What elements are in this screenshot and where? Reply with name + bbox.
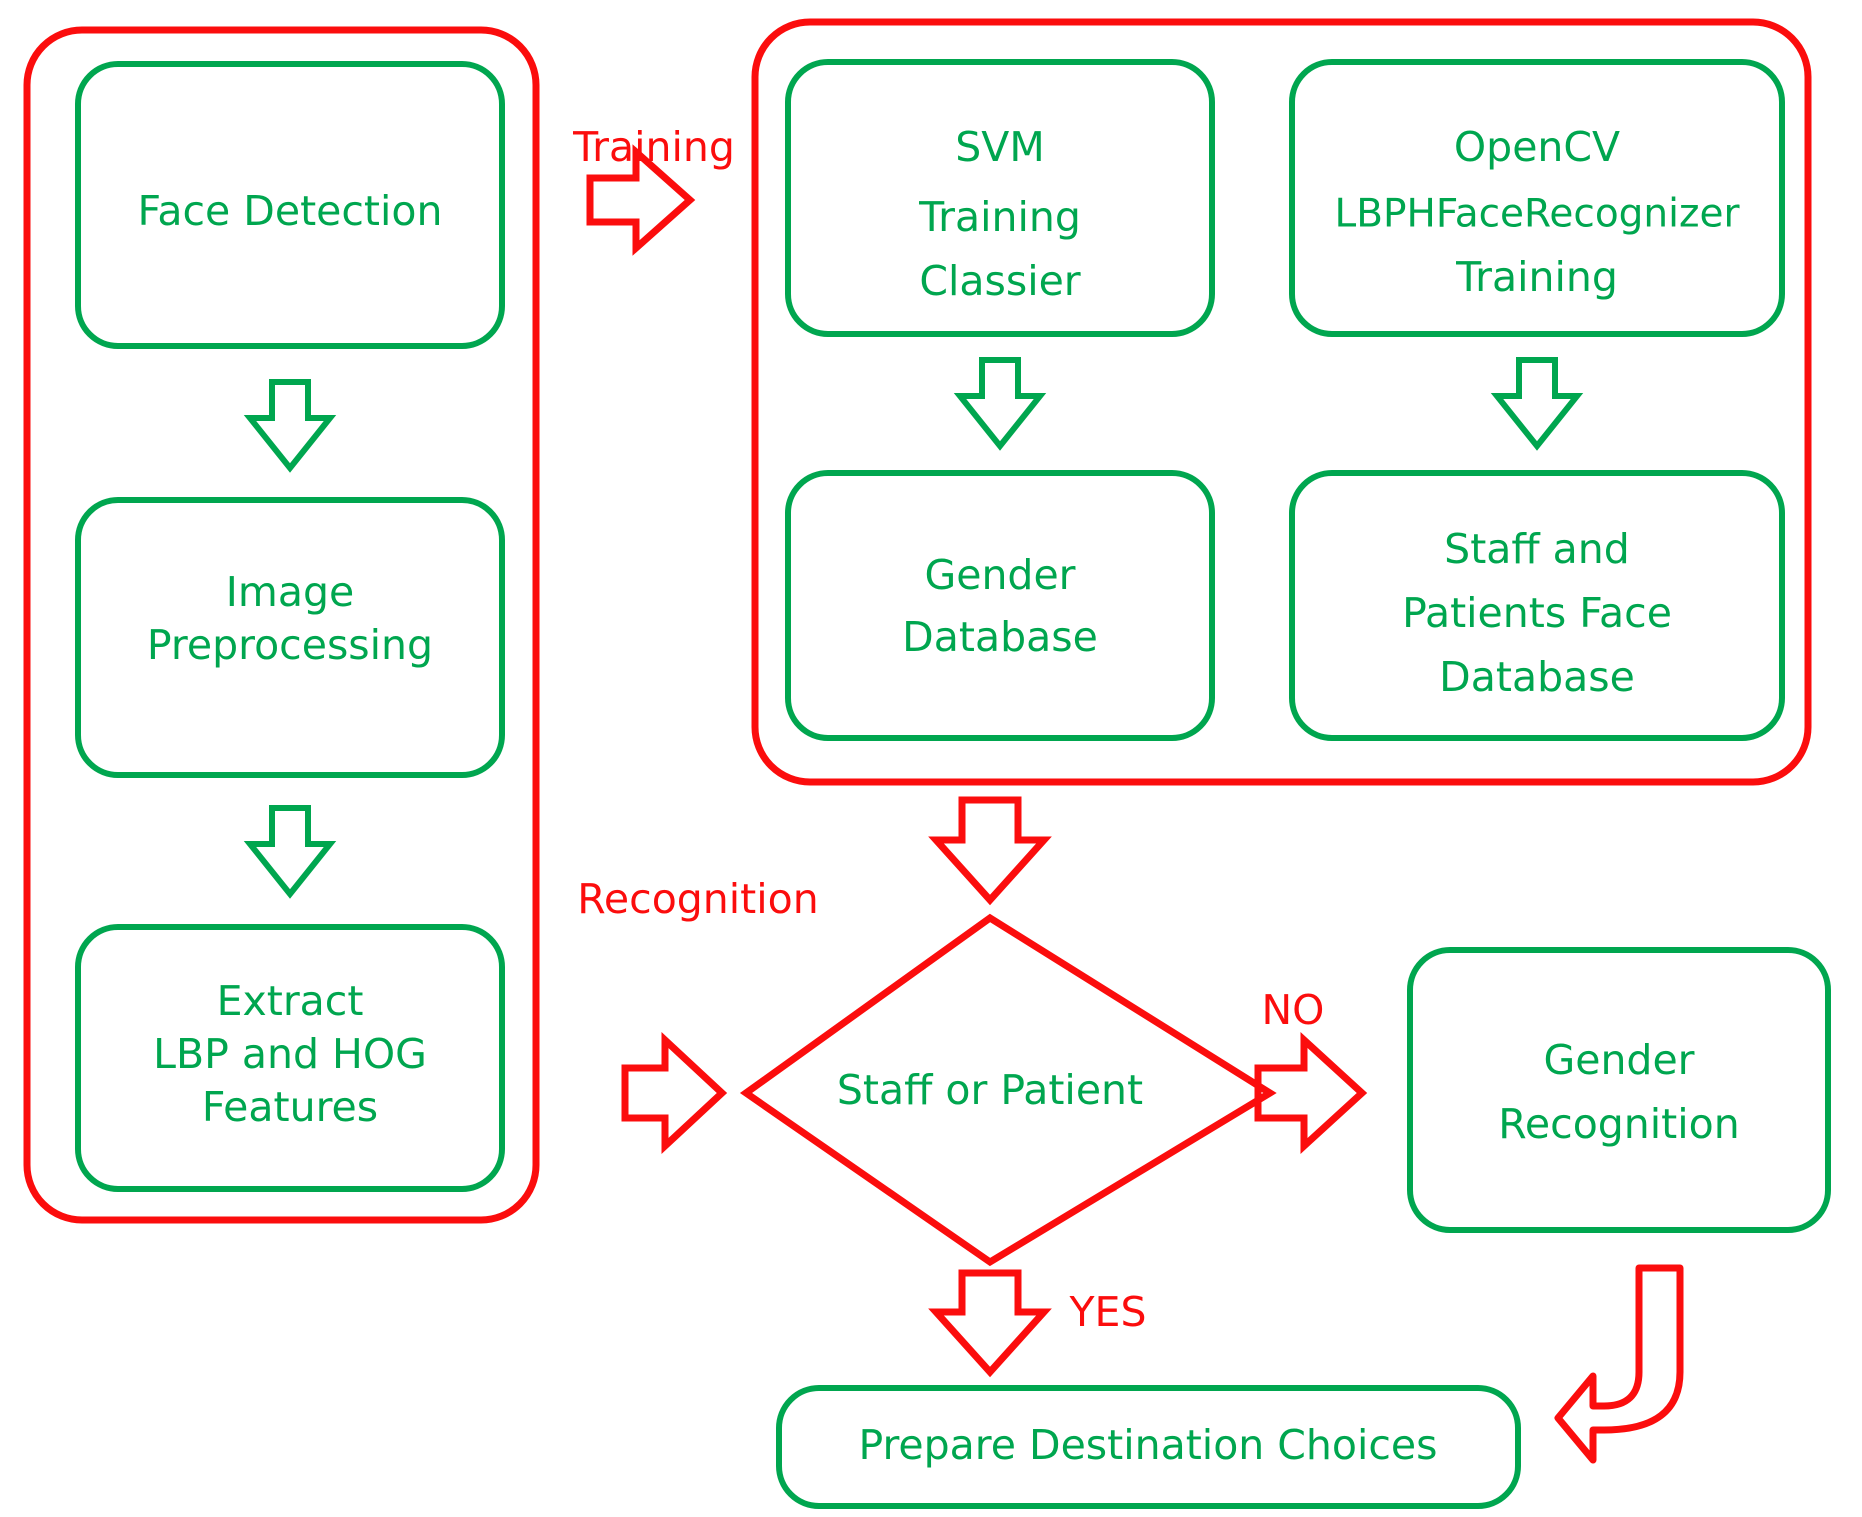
node-decision-label: Staff or Patient xyxy=(837,1066,1143,1114)
node-decision-staff-or-patient[interactable] xyxy=(739,913,1277,1267)
node-prepare-destination-label: Prepare Destination Choices xyxy=(858,1421,1437,1469)
node-gender-recognition-label-2: Recognition xyxy=(1498,1100,1739,1148)
group-training-models xyxy=(751,18,1812,786)
node-opencv-lbph-label-1: OpenCV xyxy=(1454,123,1620,171)
edge-label-yes: YES xyxy=(1069,1288,1147,1336)
node-extract-features-label-1: Extract xyxy=(217,977,364,1025)
arrow-right-to-decision xyxy=(621,1031,728,1155)
node-image-preprocessing[interactable] xyxy=(75,497,505,778)
node-gender-recognition-label-1: Gender xyxy=(1543,1036,1694,1084)
arrow-down-group-to-decision xyxy=(928,796,1052,906)
arrow-curved-gender-to-prepare xyxy=(1554,1264,1684,1464)
node-prepare-destination-choices[interactable] xyxy=(776,1385,1521,1509)
arrow-right-no-branch xyxy=(1254,1032,1368,1154)
node-face-detection[interactable] xyxy=(75,61,505,349)
edge-label-no: NO xyxy=(1262,986,1325,1034)
node-svm-training-label-2: Training xyxy=(918,193,1081,241)
node-staff-patients-db-label-3: Database xyxy=(1439,653,1635,701)
node-gender-database[interactable] xyxy=(785,470,1215,741)
node-opencv-lbph-training[interactable] xyxy=(1289,59,1785,337)
node-gender-recognition[interactable] xyxy=(1407,947,1831,1233)
arrow-down-yes-branch xyxy=(928,1269,1052,1378)
node-svm-training[interactable] xyxy=(785,59,1215,337)
node-face-detection-label: Face Detection xyxy=(138,187,443,235)
node-staff-patients-face-database[interactable] xyxy=(1289,470,1785,741)
arrow-down-preprocess-to-extract xyxy=(243,805,337,899)
arrow-right-training xyxy=(586,144,696,256)
node-opencv-lbph-label-2: LBPHFaceRecognizer xyxy=(1335,192,1741,237)
arrow-down-opencv-to-staffdb xyxy=(1490,357,1584,451)
node-svm-training-label-3: Classier xyxy=(919,257,1080,305)
node-extract-features-label-2: LBP and HOG xyxy=(153,1030,427,1078)
arrow-down-face-to-preprocess xyxy=(243,379,337,473)
edge-label-recognition: Recognition xyxy=(577,875,818,923)
node-extract-features[interactable] xyxy=(75,924,505,1192)
group-training-pipeline xyxy=(23,26,540,1224)
node-gender-database-label-1: Gender xyxy=(924,551,1075,599)
node-staff-patients-db-label-1: Staff and xyxy=(1444,525,1630,573)
node-image-preprocessing-label-2: Preprocessing xyxy=(147,621,433,669)
node-staff-patients-db-label-2: Patients Face xyxy=(1402,589,1672,637)
node-image-preprocessing-label-1: Image xyxy=(226,568,354,616)
node-svm-training-label-1: SVM xyxy=(955,123,1044,171)
node-opencv-lbph-label-3: Training xyxy=(1455,253,1618,301)
node-extract-features-label-3: Features xyxy=(202,1083,378,1131)
node-gender-database-label-2: Database xyxy=(902,613,1098,661)
arrow-down-svm-to-gender-db xyxy=(953,357,1047,451)
